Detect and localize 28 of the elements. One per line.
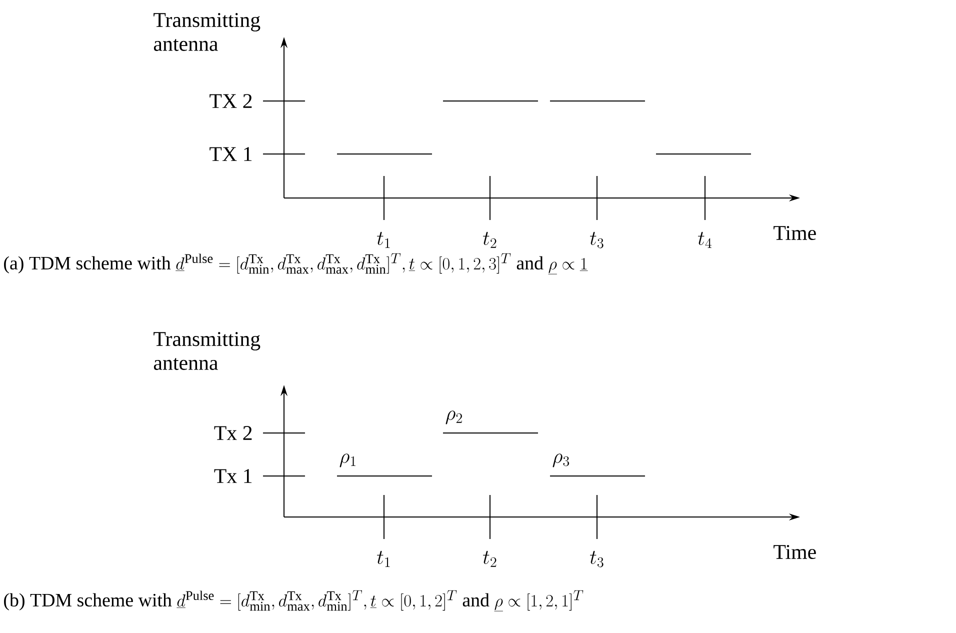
- caption: (b) TDM scheme with $\underline{d}^{\mathrm{Pulse}} = [d^{\mathrm{Tx}}_{\min}, d^{\mathrm{Tx}}_{\max}, d^{\mathrm{Tx}}_{\min}]^T, \underline{t} \propto [0,1,2]^T$ and $\underline{\rho} \propto [1,2,1]^T$: [4, 590, 584, 612]
- tick-label: $t_3$: [590, 232, 604, 248]
- axis-label: TX 1: [210, 147, 252, 161]
- axis-label: Tx 2: [214, 426, 252, 440]
- axis-label: Time: [774, 544, 816, 560]
- label: and: [516, 256, 544, 270]
- axis-label: Time: [774, 226, 816, 240]
- axis-label: TX 2: [210, 94, 252, 108]
- interval-label: $\rho_1$: [340, 454, 356, 468]
- tick-label: $t_1$: [377, 550, 390, 567]
- tick-label: $t_2$: [483, 550, 496, 567]
- axis-label: Transmitting antenna: [154, 332, 260, 370]
- axis-label: Transmitting antenna: [154, 13, 260, 51]
- tick-label: $t_4$: [698, 232, 712, 248]
- label: $\underline{d}^{\mathrm{Pulse}} = [d^{\mathrm{Tx}}_{\min}, d^{\mathrm{Tx}}_{\max}, d^{\mathrm{Tx}}_{\max}, d^{\mathrm{Tx}}_{\min}]^T, \underline{t} \propto [0,1,2,3]^T$: [176, 253, 511, 274]
- tick-label: $t_1$: [377, 232, 390, 248]
- label: $\underline{\rho} \propto [1,2,1]^T$: [494, 590, 584, 612]
- tick-label: $t_3$: [590, 550, 604, 568]
- interval-label: $\rho_3$: [552, 454, 570, 468]
- label: and: [462, 593, 490, 607]
- label: $\underline{d}^{\mathrm{Pulse}} = [d^{\mathrm{Tx}}_{\min}, d^{\mathrm{Tx}}_{\max}, d^{\mathrm{Tx}}_{\min}]^T, \underline{t} \propto [0,1,2]^T$: [176, 590, 457, 611]
- label: (a) TDM scheme with: [4, 256, 171, 274]
- axis-label: Tx 1: [214, 469, 252, 483]
- tick-label: $t_2$: [483, 232, 496, 248]
- label: $\underline{\rho} \propto \underline{1}$: [548, 258, 588, 274]
- label: (b) TDM scheme with: [4, 593, 172, 610]
- caption: (a) TDM scheme with $\underline{d}^{\mathrm{Pulse}} = [d^{\mathrm{Tx}}_{\min}, d^{\mathrm{Tx}}_{\max}, d^{\mathrm{Tx}}_{\max}, d^{\mathrm{Tx}}_{\min}]^T, \underline{t} \propto [0,1,2,3]^T$ and $\underline{\rho} \propto \underline{1}$: [4, 253, 588, 274]
- interval-label: $\rho_2$: [446, 410, 462, 424]
